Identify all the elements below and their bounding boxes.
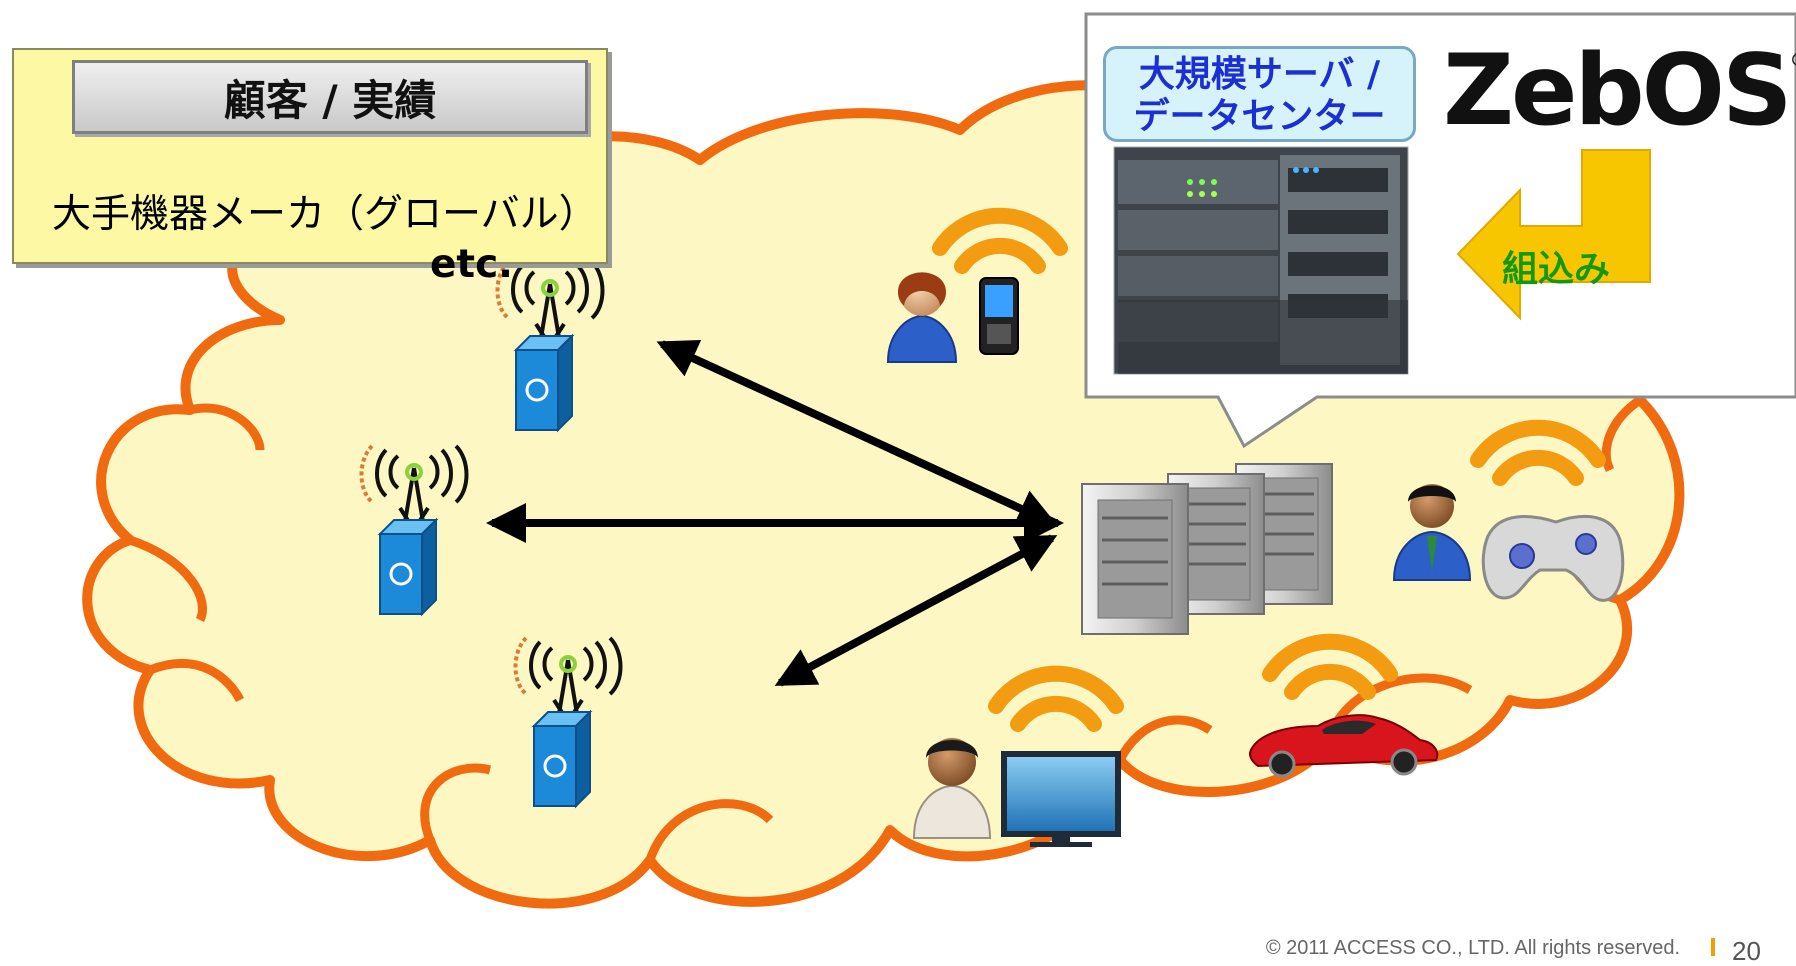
datacenter-label-line1: 大規模サーバ / [1138,54,1381,95]
base-station-icon [495,260,605,433]
datacenter-label: 大規模サーバ / データセンター [1103,46,1416,142]
page-number: 20 [1732,936,1761,966]
embed-label: 組込み [1502,249,1611,290]
base-station-icon [359,444,469,617]
server-rack-icon [1081,463,1333,635]
embed-arrow-icon [1456,149,1651,321]
zebos-logo: ZebOS® [1443,42,1796,140]
person-with-game-controller-icon [1392,484,1625,602]
wifi-icon [932,207,1068,274]
copyright-text: © 2011 ACCESS CO., LTD. All rights reser… [1265,937,1680,959]
double-arrow-icon [774,534,1058,687]
footer-divider [1711,938,1715,956]
connection-arrows [486,340,1064,687]
datacenter-label-line2: データセンター [1133,96,1386,137]
server-photo [1113,146,1409,375]
wifi-icon [1470,419,1606,486]
person-with-tv-icon [912,738,1121,847]
zebos-logo-text: ZebOS [1443,34,1793,148]
customer-description: 大手機器メーカ（グローバル） [52,192,598,237]
wifi-icon [1262,633,1398,700]
car-icon [1249,714,1439,778]
customer-etc: etc. [429,242,513,287]
customer-note-box: 顧客 / 実績 大手機器メーカ（グローバル） etc. [12,48,608,287]
base-station-icon [513,636,623,809]
customer-title: 顧客 / 実績 [72,60,588,134]
person-with-phone-icon [886,272,1019,363]
registered-mark: ® [1790,50,1796,71]
double-arrow-icon [656,340,1058,527]
wifi-icon [988,665,1124,732]
